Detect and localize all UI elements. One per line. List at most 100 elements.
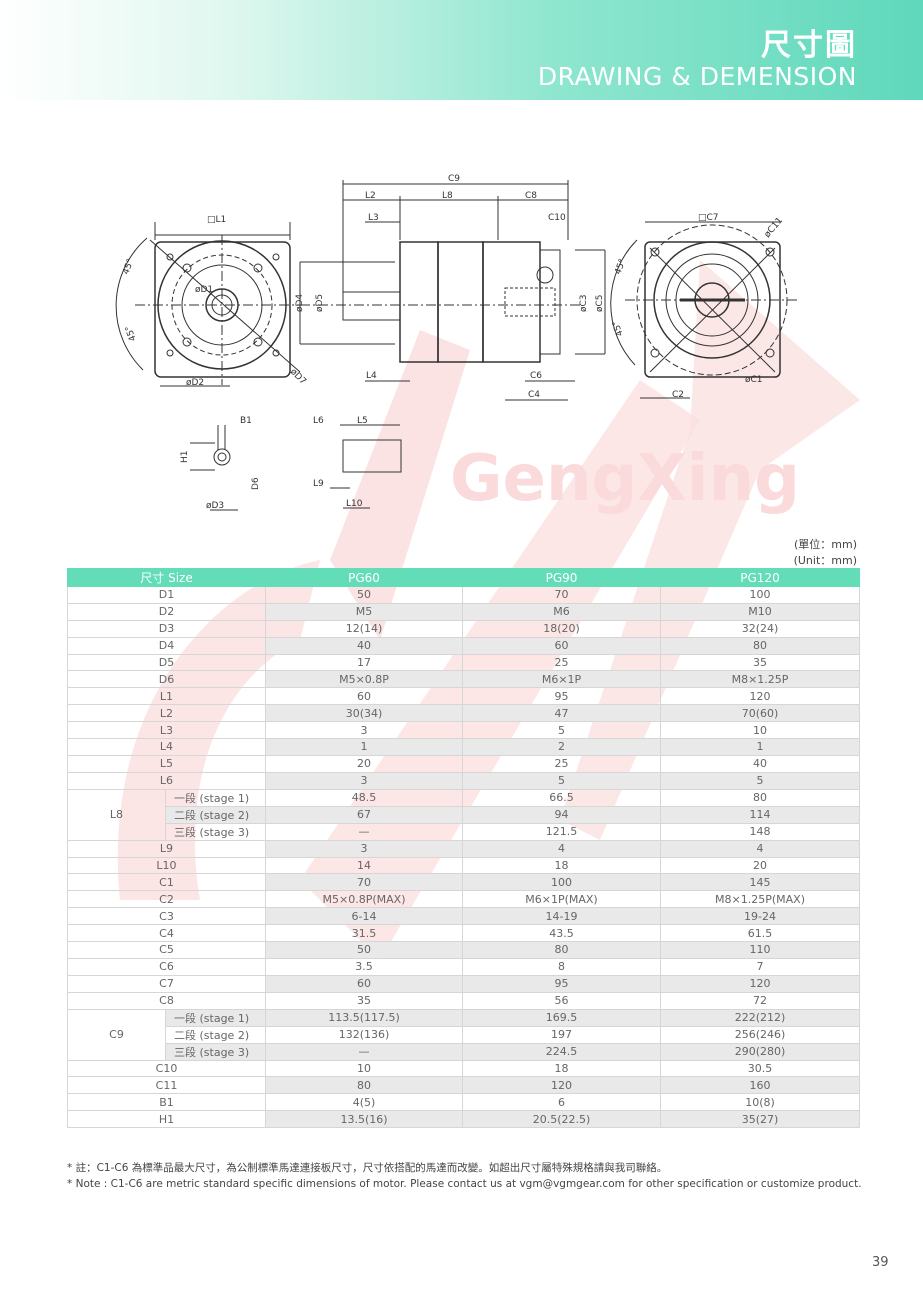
cell-pg120: 290(280) [660,1042,860,1061]
cell-pg120: 10 [660,721,860,740]
header-size: 尺寸 Size [67,568,266,587]
row-label: L8 [67,788,166,841]
label-D6: D6 [251,477,261,490]
cell-pg60: 13.5(16) [265,1110,463,1129]
unit-label-zh: (單位：mm) [793,538,857,551]
cell-pg90: M6 [462,602,661,621]
cell-pg120: 256(246) [660,1025,860,1044]
cell-pg90: 60 [462,636,661,655]
row-label: C4 [67,924,266,943]
gearbox-side-view [299,180,606,401]
cell-pg90: 8 [462,957,661,976]
cell-pg90: 197 [462,1025,661,1044]
page-title-zh: 尺寸圖 [761,28,857,63]
label-L4: L4 [366,371,377,381]
cell-pg60: 12(14) [265,619,463,638]
row-label: L10 [67,856,266,875]
cell-pg90: 18(20) [462,619,661,638]
cell-pg60: 3 [265,839,463,858]
cell-pg90: 80 [462,941,661,959]
cell-pg90: 5 [462,771,661,790]
cell-pg60: 60 [265,687,463,706]
cell-pg60: 31.5 [265,924,463,943]
cell-pg90: 18 [462,856,661,875]
row-label: C3 [67,907,266,926]
cell-pg60: — [265,1042,463,1061]
label-C3: øC3 [579,294,589,312]
row-sublabel: 三段 (stage 3) [165,1042,266,1061]
cell-pg60: 50 [265,941,463,959]
label-D3: øD3 [206,501,224,511]
cell-pg90: 2 [462,738,661,756]
row-sublabel: 二段 (stage 2) [165,805,266,824]
row-sublabel: 三段 (stage 3) [165,822,266,841]
row-label: L9 [67,839,266,858]
cell-pg120: 30.5 [660,1059,860,1078]
cell-pg60: 132(136) [265,1025,463,1044]
cell-pg90: 56 [462,991,661,1010]
cell-pg60: 3 [265,721,463,740]
cell-pg60: 50 [265,586,463,604]
cell-pg90: 66.5 [462,788,661,807]
row-label: L4 [67,738,266,756]
cell-pg60: 113.5(117.5) [265,1008,463,1027]
cell-pg120: M8×1.25P [660,670,860,689]
row-sublabel: 一段 (stage 1) [165,1008,266,1027]
label-45deg: 45° [611,319,626,337]
cell-pg60: 67 [265,805,463,824]
page-title-en: DRAWING & DEMENSION [537,62,857,91]
cell-pg120: 70(60) [660,704,860,723]
cell-pg60: 35 [265,991,463,1010]
cell-pg90: 169.5 [462,1008,661,1027]
row-label: C1 [67,873,266,892]
cell-pg90: 100 [462,873,661,892]
cell-pg120: M10 [660,602,860,621]
label-C11: øC11 [763,216,786,240]
cell-pg120: 120 [660,687,860,706]
label-L3: L3 [368,213,379,223]
table-header-row: 尺寸 Size PG60 PG90 PG120 [67,568,860,587]
unit-label-en: (Unit：mm) [793,554,857,567]
cell-pg90: 70 [462,586,661,604]
cell-pg90: 20.5(22.5) [462,1110,661,1129]
label-45deg: 45° [124,324,139,342]
cell-pg120: 4 [660,839,860,858]
cell-pg120: 7 [660,957,860,976]
label-C7: □C7 [698,213,719,223]
cell-pg120: 120 [660,974,860,993]
cell-pg120: 61.5 [660,924,860,943]
label-C10: C10 [548,213,566,223]
cell-pg90: M6×1P(MAX) [462,890,661,909]
cell-pg90: 47 [462,704,661,723]
cell-pg60: 1 [265,738,463,756]
row-label: D5 [67,653,266,672]
cell-pg60: 3 [265,771,463,790]
label-C2: C2 [672,390,684,400]
cell-pg90: 25 [462,754,661,773]
output-flange-view [115,222,301,387]
row-label: L1 [67,687,266,706]
label-L2: L2 [365,191,376,201]
cell-pg120: 20 [660,856,860,875]
cell-pg120: 100 [660,586,860,604]
row-label: C11 [67,1076,266,1095]
label-L5: L5 [357,416,368,426]
cell-pg60: M5 [265,602,463,621]
row-label: D3 [67,619,266,638]
cell-pg120: 10(8) [660,1093,860,1112]
